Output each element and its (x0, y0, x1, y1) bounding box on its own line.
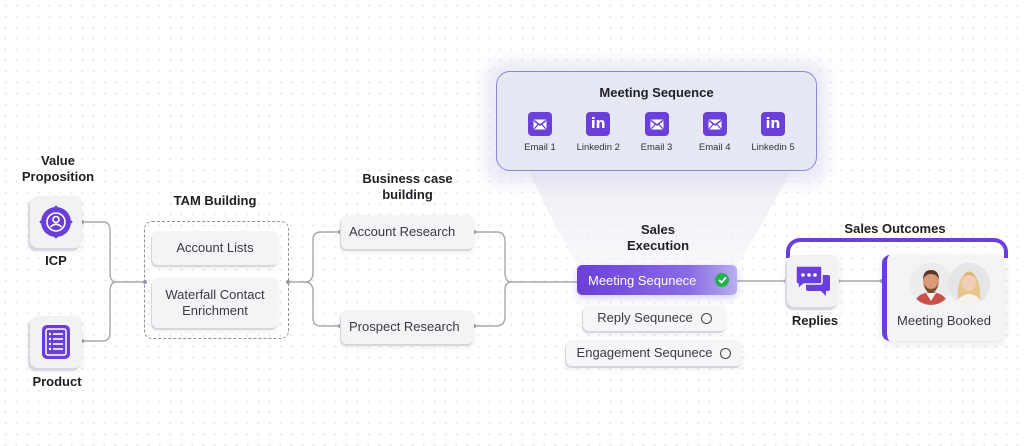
avatar-woman (948, 263, 990, 305)
email-icon (644, 112, 669, 136)
heading-line: Business case (362, 171, 453, 186)
account-lists-card[interactable]: Account Lists (152, 231, 278, 265)
meeting-booked-label: Meeting Booked (897, 313, 991, 328)
card-label: Enrichment (182, 303, 248, 318)
email-icon (528, 112, 552, 136)
prospect-research-card[interactable]: Prospect Research (341, 310, 474, 344)
tam-building-group (144, 221, 289, 339)
card-label: Prospect Research (349, 319, 460, 334)
heading-line: Execution (626, 238, 690, 253)
outcomes-bracket (786, 238, 1008, 258)
email-icon (702, 112, 727, 136)
option-label: Reply Sequnece (597, 310, 693, 325)
step-label: Email 4 (698, 142, 731, 153)
heading-line: building (382, 187, 433, 202)
step-label: Email 1 (524, 142, 556, 153)
sequence-step-linkedin-5[interactable]: in Linkedin 5 (744, 112, 802, 153)
sequence-panel-title: Meeting Sequence (599, 85, 714, 100)
sequence-step-linkedin-2[interactable]: in Linkedin 2 (569, 112, 627, 153)
step-label: Email 3 (640, 142, 673, 153)
sequence-step-email-3[interactable]: Email 3 (628, 112, 686, 153)
business-case-heading: Business case building (340, 171, 475, 203)
radio-unselected-icon (720, 347, 732, 359)
card-label: Account Research (349, 224, 456, 239)
icp-label: ICP (45, 253, 67, 268)
card-label: Waterfall Contact (165, 287, 265, 302)
icp-node[interactable] (30, 196, 82, 248)
chat-bubbles-icon (795, 265, 830, 296)
linkedin-icon: in (586, 112, 611, 136)
meeting-sequence-panel: Meeting Sequence Email 1 in Linkedin 2 E… (496, 71, 817, 171)
check-icon (715, 273, 729, 287)
account-research-card[interactable]: Account Research (341, 215, 474, 249)
replies-label: Replies (791, 313, 839, 328)
heading-line: Sales (641, 222, 675, 237)
option-label: Meeting Sequnece (588, 272, 697, 288)
heading-line: Value (41, 153, 75, 168)
option-label: Engagement Sequnece (576, 345, 713, 360)
meeting-booked-card[interactable]: Meeting Booked (882, 255, 1005, 341)
heading-line: Proposition (21, 169, 95, 184)
step-label: Linkedin 5 (751, 142, 795, 153)
document-list-icon (42, 325, 70, 359)
sequence-step-email-4[interactable]: Email 4 (686, 112, 744, 153)
tam-building-heading: TAM Building (173, 193, 257, 208)
sequence-step-email-1[interactable]: Email 1 (511, 112, 569, 153)
reply-sequence-option[interactable]: Reply Sequnece (583, 305, 726, 331)
engagement-sequence-option[interactable]: Engagement Sequnece (566, 340, 742, 366)
avatar-man (910, 263, 952, 305)
step-label: Linkedin 2 (576, 142, 620, 153)
linkedin-icon: in (761, 112, 785, 136)
waterfall-enrichment-card[interactable]: Waterfall Contact Enrichment (152, 278, 278, 328)
product-node[interactable] (30, 316, 82, 368)
sales-outcomes-heading: Sales Outcomes (844, 221, 946, 236)
target-user-icon (39, 205, 73, 239)
replies-node[interactable] (787, 255, 839, 307)
meeting-sequence-option[interactable]: Meeting Sequnece (577, 265, 737, 295)
value-proposition-heading: Value Proposition (18, 153, 98, 185)
sales-execution-heading: Sales Execution (600, 222, 716, 254)
radio-unselected-icon (700, 312, 712, 324)
product-label: Product (32, 374, 82, 389)
card-label: Account Lists (176, 240, 254, 255)
